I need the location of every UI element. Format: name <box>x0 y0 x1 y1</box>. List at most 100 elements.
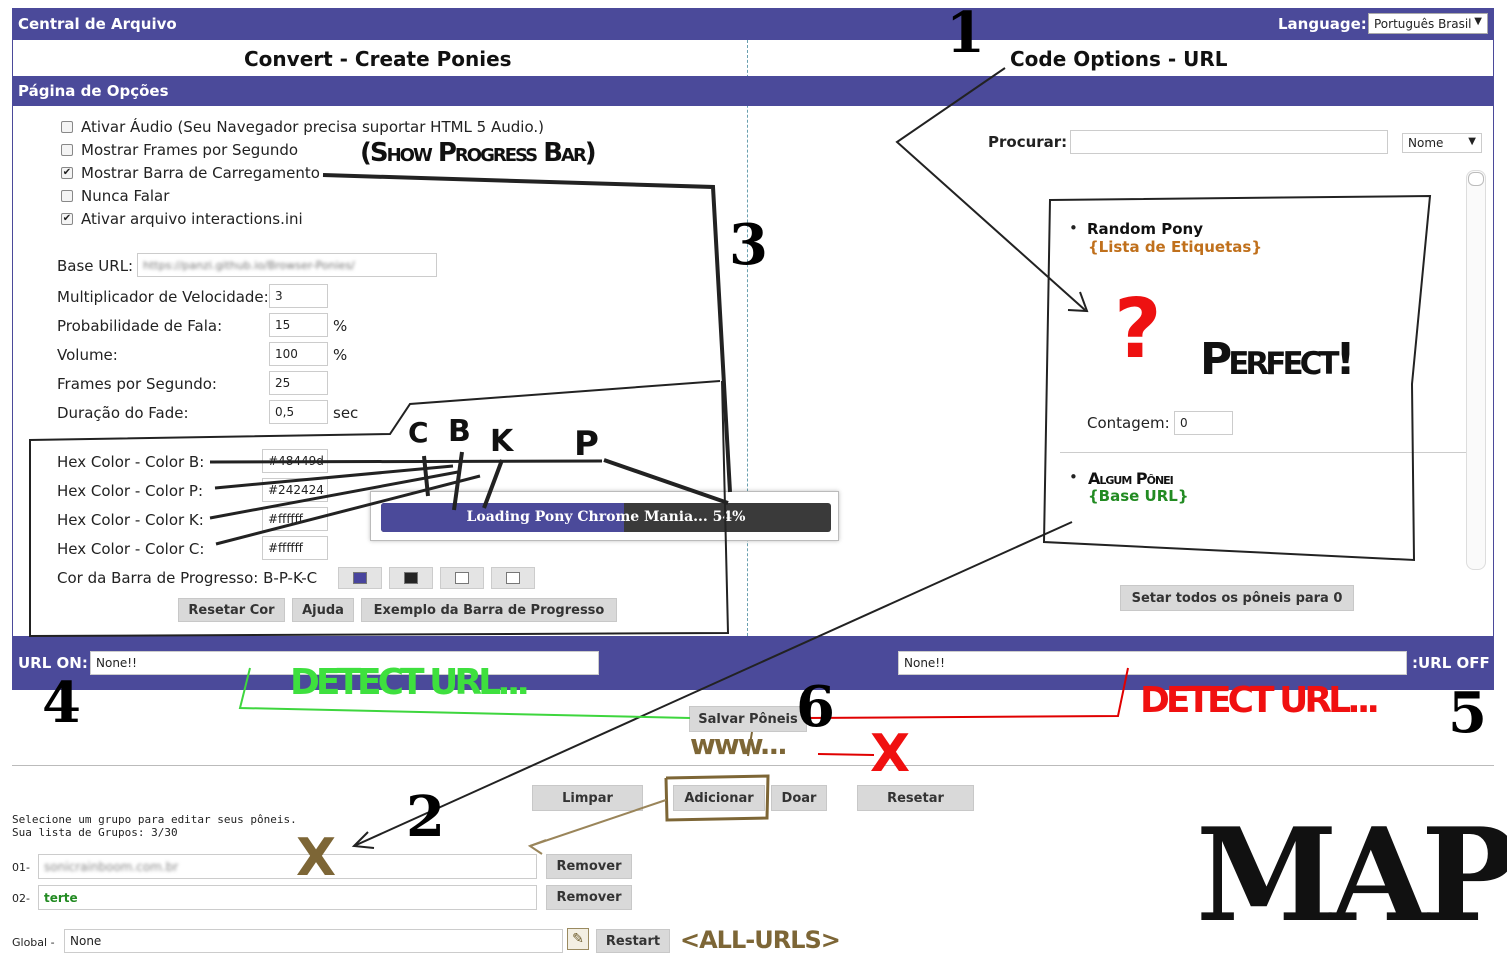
annotation-number-6: 6 <box>796 674 835 740</box>
count-label: Contagem: <box>1087 414 1170 432</box>
checkbox-never-speak-label: Nunca Falar <box>81 187 170 205</box>
add-button[interactable]: Adicionar <box>673 785 765 811</box>
language-label: Language: <box>1278 15 1367 33</box>
progress-color-label: Cor da Barra de Progresso: B-P-K-C <box>57 569 318 587</box>
groups-info-line2: Sua lista de Grupos: 3/30 <box>12 826 178 839</box>
hex-color-b-value: #48449d <box>268 454 324 468</box>
annotation-number-2: 2 <box>406 784 445 850</box>
hex-color-b-input[interactable]: #48449d <box>262 449 328 473</box>
hex-color-p-value: #242424 <box>268 483 324 497</box>
swatch-b-color <box>353 572 367 584</box>
pony-item-some-title[interactable]: Algum Pônei <box>1088 469 1174 488</box>
pony-item-some-tags: {Base URL} <box>1088 487 1189 505</box>
annotation-arrowhead-1 <box>1067 291 1089 313</box>
help-button[interactable]: Ajuda <box>292 598 354 622</box>
fade-duration-label: Duração do Fade: <box>57 404 189 422</box>
swatch-p[interactable] <box>389 567 433 589</box>
annotation-show-progress: (Show Progress Bar) <box>360 138 597 168</box>
options-section-title: Página de Opções <box>18 82 169 100</box>
hex-color-p-input[interactable]: #242424 <box>262 478 328 502</box>
annotation-www: www... <box>690 728 788 761</box>
fade-duration-input[interactable]: 0,5 <box>269 400 328 424</box>
progress-popup: Loading Pony Chrome Mania... 54% <box>370 491 839 541</box>
global-input[interactable]: None <box>64 929 563 953</box>
reset-button[interactable]: Resetar <box>857 785 974 811</box>
checkbox-loading-bar-label: Mostrar Barra de Carregamento <box>81 164 320 182</box>
speech-probability-label: Probabilidade de Fala: <box>57 317 223 335</box>
checkbox-fps-label: Mostrar Frames por Segundo <box>81 141 299 159</box>
scrollbar-thumb[interactable] <box>1468 172 1484 186</box>
set-all-zero-button[interactable]: Setar todos os pôneis para 0 <box>1120 585 1354 611</box>
group-row-2-input[interactable]: terte <box>38 885 537 910</box>
checkbox-never-speak[interactable] <box>61 190 73 202</box>
group-row-1-remove-button[interactable]: Remover <box>546 854 632 879</box>
url-off-input[interactable]: None!! <box>898 651 1407 675</box>
donate-button[interactable]: Doar <box>771 785 827 811</box>
group-row-1-input[interactable]: sonicrainboom.com.br <box>38 854 537 879</box>
volume-unit: % <box>333 346 348 364</box>
pony-list-divider <box>1060 452 1466 453</box>
restart-button[interactable]: Restart <box>596 929 670 953</box>
pony-item-random-title[interactable]: Random Pony <box>1087 220 1204 238</box>
annotation-x-red: X <box>870 724 911 784</box>
group-row-1-value: sonicrainboom.com.br <box>44 859 179 874</box>
annotation-question-mark: ? <box>1114 282 1162 377</box>
annotation-detect-url-green: DETECT URL... <box>290 662 530 703</box>
checkbox-fps[interactable] <box>61 144 73 156</box>
hex-color-k-value: #ffffff <box>268 512 303 526</box>
annotation-arrowhead-2 <box>351 831 375 849</box>
swatch-c-color <box>506 572 520 584</box>
checkbox-audio-label: Ativar Áudio (Seu Navegador precisa supo… <box>81 118 544 136</box>
pony-list-scrollbar[interactable] <box>1466 170 1486 570</box>
base-url-label: Base URL: <box>57 257 134 275</box>
hex-color-c-label: Hex Color - Color C: <box>57 540 205 558</box>
annotation-stroke-c <box>422 455 430 497</box>
swatch-c[interactable] <box>491 567 535 589</box>
header-bar: Central de Arquivo Language: Português B… <box>12 8 1494 40</box>
sort-select[interactable]: Nome ▼ <box>1402 133 1482 153</box>
chevron-down-icon: ▼ <box>1468 136 1476 147</box>
checkbox-audio[interactable] <box>61 121 73 133</box>
annotation-letter-b: B <box>448 414 471 449</box>
speech-probability-unit: % <box>333 317 348 335</box>
group-row-1-index: 01- <box>12 861 30 874</box>
hex-color-c-input[interactable]: #ffffff <box>262 536 328 560</box>
speed-input[interactable]: 3 <box>269 284 328 308</box>
swatch-b[interactable] <box>338 567 382 589</box>
hex-color-k-input[interactable]: #ffffff <box>262 507 328 531</box>
clear-button[interactable]: Limpar <box>532 785 643 811</box>
reset-color-button[interactable]: Resetar Cor <box>178 598 285 622</box>
annotation-letter-p: P <box>574 424 599 464</box>
main-frame-right-border <box>1493 40 1494 636</box>
speech-probability-value: 15 <box>275 318 291 332</box>
app-title: Central de Arquivo <box>18 15 177 33</box>
speech-probability-input[interactable]: 15 <box>269 313 328 337</box>
base-url-input[interactable]: https://panzi.github.io/Browser-Ponies/ <box>137 253 437 277</box>
global-label: Global - <box>12 936 55 949</box>
checkbox-interactions-label: Ativar arquivo interactions.ini <box>81 210 303 228</box>
sort-value: Nome <box>1408 136 1444 150</box>
annotation-number-4: 4 <box>42 670 81 736</box>
language-select[interactable]: Português Brasil ▼ <box>1368 13 1488 34</box>
edit-icon[interactable]: ✎ <box>567 928 589 950</box>
count-input[interactable]: 0 <box>1174 411 1233 435</box>
url-off-label: :URL OFF <box>1412 654 1490 672</box>
annotation-letter-c: C <box>408 416 429 449</box>
fps-input[interactable]: 25 <box>269 371 328 395</box>
checkbox-loading-bar[interactable]: ✔ <box>61 167 73 179</box>
left-column-title: Convert - Create Ponies <box>244 47 512 71</box>
column-divider <box>747 40 748 636</box>
volume-input[interactable]: 100 <box>269 342 328 366</box>
group-row-2-remove-button[interactable]: Remover <box>546 885 632 910</box>
swatch-k[interactable] <box>440 567 484 589</box>
checkbox-interactions[interactable]: ✔ <box>61 213 73 225</box>
search-input[interactable] <box>1070 130 1388 154</box>
list-bullet-2: • <box>1069 468 1078 486</box>
progress-example-button[interactable]: Exemplo da Barra de Progresso <box>361 598 617 622</box>
groups-info-line1: Selecione um grupo para editar seus pône… <box>12 813 297 826</box>
list-bullet-1: • <box>1069 219 1078 237</box>
hex-color-b-label: Hex Color - Color B: <box>57 453 205 471</box>
annotation-letter-k: K <box>490 424 514 459</box>
fps-value: 25 <box>275 376 291 390</box>
annotation-box-3 <box>322 173 732 493</box>
